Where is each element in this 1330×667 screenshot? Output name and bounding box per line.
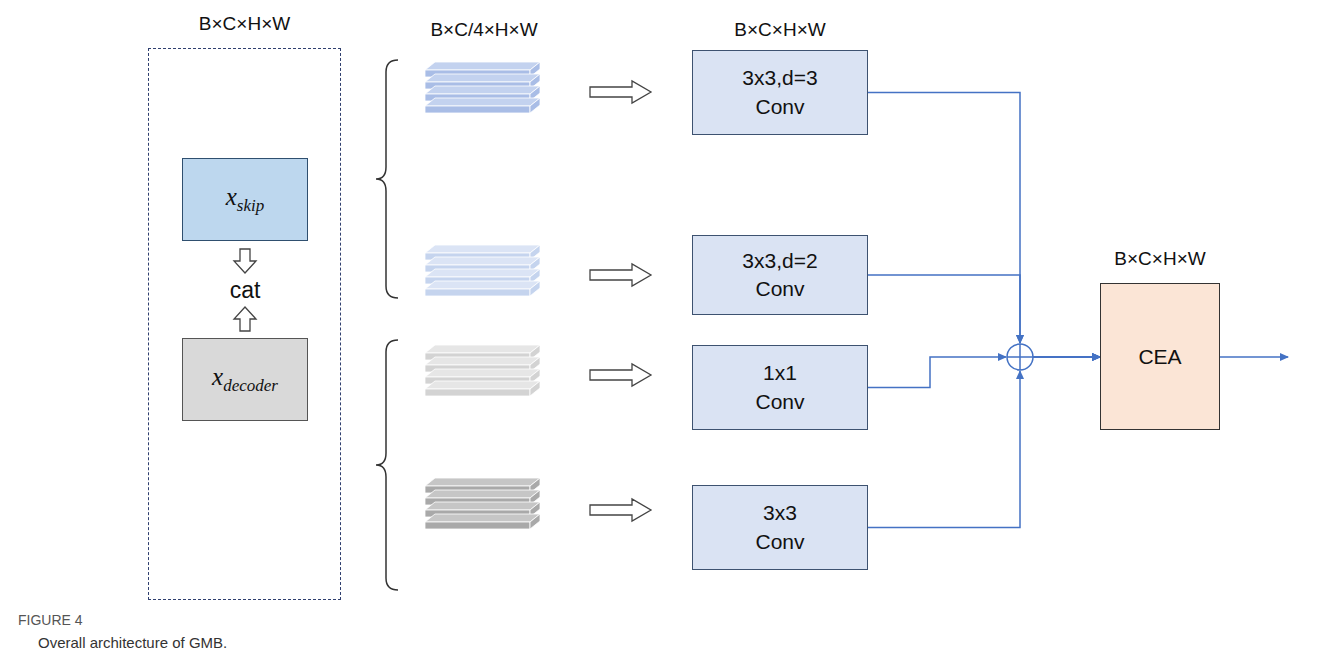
hollow-arrow <box>590 264 651 286</box>
brace <box>376 340 398 590</box>
math-symbol: x <box>212 363 223 390</box>
feature-slab <box>425 478 540 486</box>
conv-box: 1x1 Conv <box>692 345 868 430</box>
brace <box>376 60 398 298</box>
feature-slab <box>530 381 540 396</box>
connector-line <box>868 357 1006 388</box>
feature-slab <box>425 345 540 353</box>
connector-line <box>1033 356 1100 358</box>
shape-label: B×C×H×W <box>734 19 825 41</box>
feature-slab <box>425 357 540 365</box>
connector-line <box>1033 356 1100 358</box>
feature-slab <box>425 502 540 510</box>
feature-slab <box>425 74 540 82</box>
conv-label: 3x3 Conv <box>755 499 804 556</box>
connector-line <box>1033 356 1100 358</box>
connector-line <box>868 93 1020 344</box>
operation-label: cat <box>230 277 261 304</box>
feature-slab <box>425 269 540 277</box>
feature-slab <box>425 490 540 498</box>
feature-slab <box>425 289 530 296</box>
dashed-group: B×C×H×Wxskipxdecoder <box>148 48 341 600</box>
decoder-feature-box: xdecoder <box>182 338 308 421</box>
skip-feature-box: xskip <box>182 158 308 241</box>
feature-slab <box>425 98 540 106</box>
connector <box>868 275 1100 357</box>
math-subscript: decoder <box>223 376 278 395</box>
feature-slab <box>425 281 540 289</box>
connector-line <box>868 371 1020 528</box>
hollow-arrow <box>590 499 651 521</box>
feature-slab <box>425 257 540 265</box>
cea-box: B×C×H×WCEA <box>1100 283 1220 430</box>
connector <box>868 93 1100 358</box>
hollow-arrow <box>590 364 651 386</box>
feature-stacks <box>425 62 540 529</box>
conv-label: 3x3,d=3 Conv <box>742 64 817 121</box>
figure-caption: Overall architecture of GMB. <box>38 634 227 651</box>
connector-line <box>868 275 1020 343</box>
conv-label: 1x1 Conv <box>755 359 804 416</box>
conv-box: 3x3,d=3 Conv <box>692 50 868 135</box>
feature-slab <box>530 514 540 529</box>
math-label: xdecoder <box>212 363 278 396</box>
hollow-arrow <box>234 249 256 273</box>
sum-circle <box>1007 344 1033 370</box>
feature-slab <box>530 281 540 296</box>
feature-slab <box>425 62 540 70</box>
math-symbol: x <box>226 183 237 210</box>
math-subscript: skip <box>237 196 264 215</box>
conv-box: 3x3,d=2 Conv <box>692 235 868 315</box>
feature-slab <box>425 514 540 522</box>
connector-line <box>1033 356 1100 358</box>
connectors <box>868 93 1100 528</box>
hollow-arrow <box>234 307 256 331</box>
hollow-arrow <box>590 81 651 103</box>
feature-slab <box>425 389 530 396</box>
feature-slab <box>530 98 540 113</box>
output-arrow <box>1220 356 1288 358</box>
feature-slab <box>425 369 540 377</box>
figure-number: FIGURE 4 <box>18 612 83 628</box>
feature-slab <box>425 381 540 389</box>
shape-label: B×C×H×W <box>1114 248 1205 270</box>
module-name: CEA <box>1138 345 1181 369</box>
shape-label: B×C/4×H×W <box>430 19 537 41</box>
conv-box: 3x3 Conv <box>692 485 868 570</box>
feature-slab <box>425 86 540 94</box>
conv-label: 3x3,d=2 Conv <box>742 247 817 304</box>
connector <box>868 357 1100 528</box>
math-label: xskip <box>226 183 265 216</box>
feature-slab <box>425 522 530 529</box>
feature-slab <box>425 106 530 113</box>
connector <box>868 357 1100 388</box>
feature-slab <box>425 245 540 253</box>
sum-cross <box>1007 344 1033 370</box>
shape-label: B×C×H×W <box>199 13 290 35</box>
